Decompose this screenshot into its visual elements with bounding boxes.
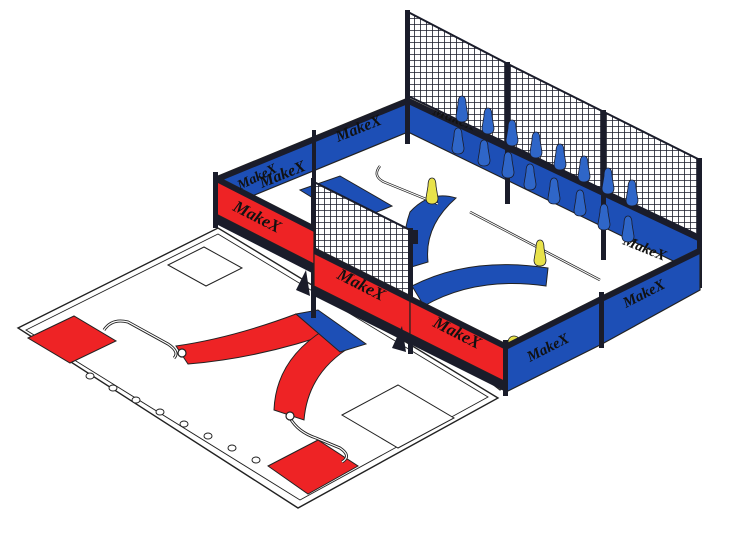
left-field-board [16, 227, 500, 509]
hole-row [85, 372, 261, 464]
blue-ramp-tip [294, 309, 368, 353]
front-wall-right: MakeX [409, 295, 507, 392]
frame-posts [213, 172, 604, 396]
start-zone-top [166, 246, 244, 287]
right-wall-back: MakeX [601, 247, 701, 346]
red-zone-bottom [267, 439, 359, 495]
front-wall-mid: MakeX [313, 247, 411, 344]
red-zone-left [26, 315, 118, 364]
blue-pins [451, 95, 639, 243]
blue-ramp-inner-right [411, 264, 549, 307]
start-zone-bottom [340, 384, 456, 449]
